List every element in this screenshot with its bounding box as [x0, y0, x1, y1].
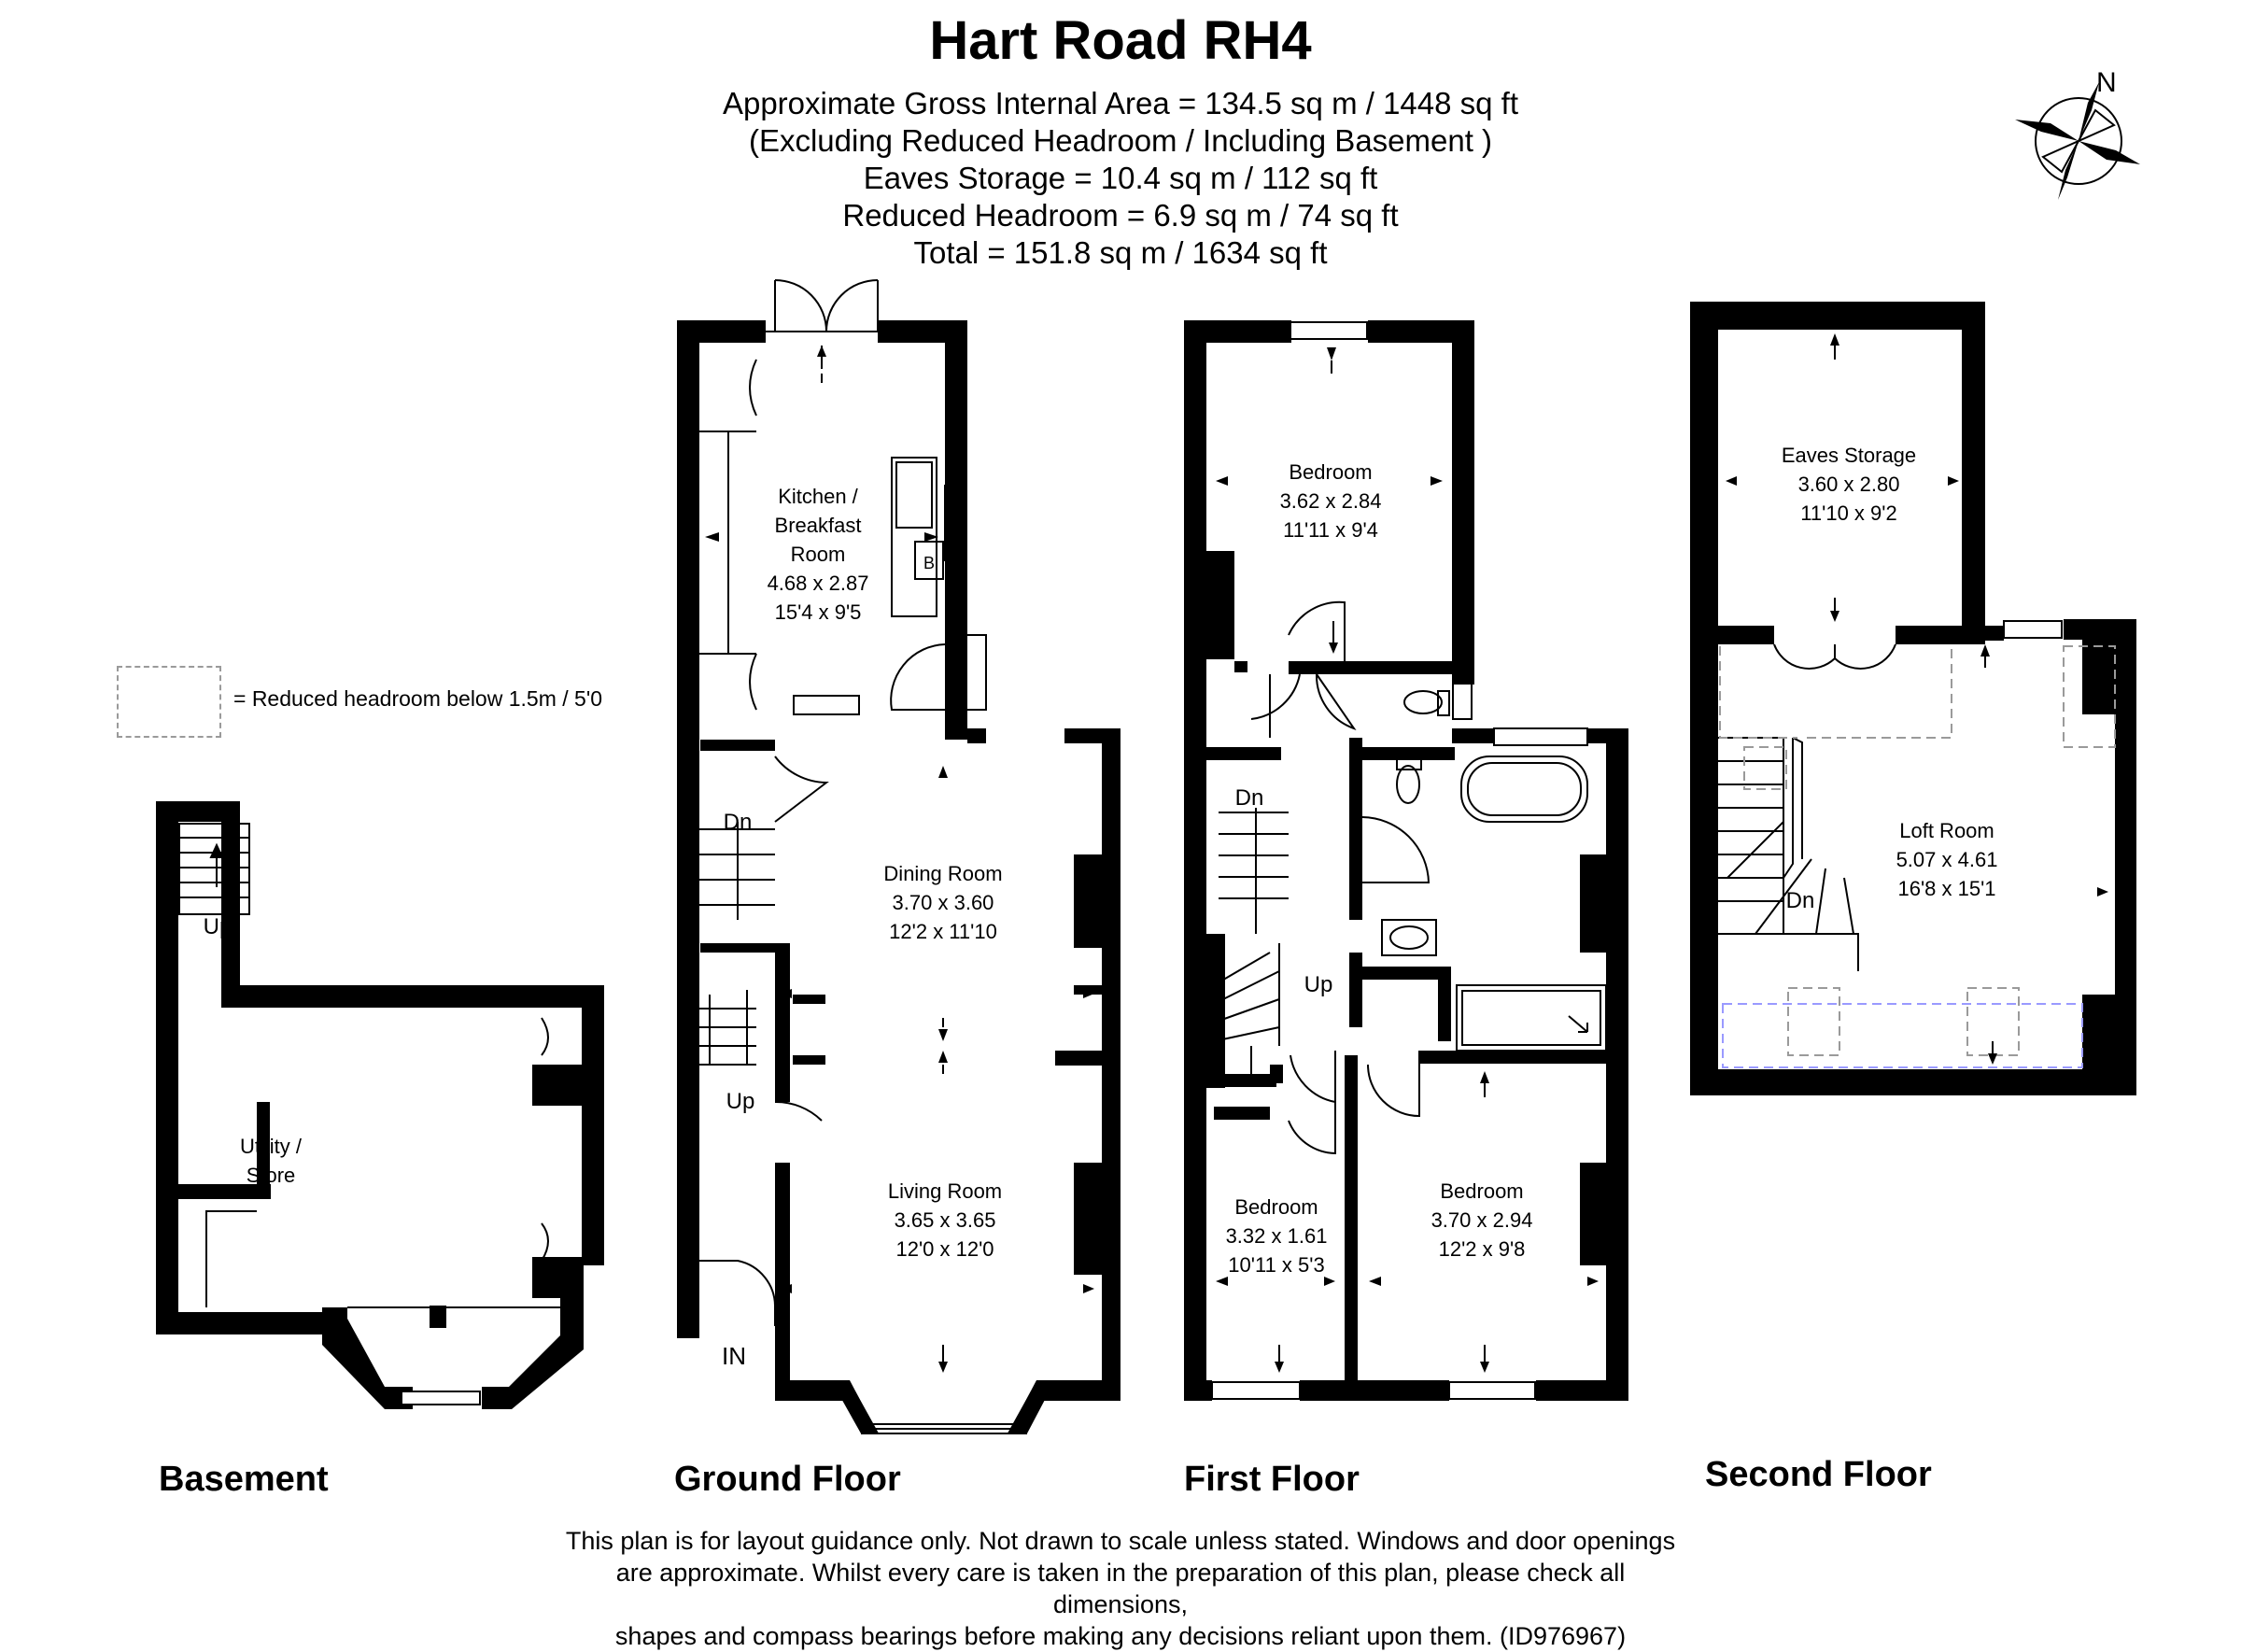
room-eaves-storage: Eaves Storage 3.60 x 2.80 11'10 x 9'2 [1782, 441, 1916, 528]
second-floor-plan [1690, 302, 2136, 1095]
room-name: Bedroom [1440, 1179, 1524, 1203]
second-stair-down-label: Dn [1786, 888, 1815, 913]
area-note-line: (Excluding Reduced Headroom / Including … [748, 123, 1493, 158]
room-imperial-size: 15'4 x 9'5 [774, 600, 862, 624]
room-imperial-size: 16'8 x 15'1 [1897, 877, 1996, 900]
reduced-headroom-legend-text: = Reduced headroom below 1.5m / 5'0 [233, 686, 602, 711]
plan-title: Hart Road RH4 [929, 10, 1312, 71]
floor-label-first: First Floor [1184, 1460, 1360, 1499]
total-area-line: Total = 151.8 sq m / 1634 sq ft [913, 235, 1328, 270]
room-imperial-size: 12'2 x 9'8 [1438, 1237, 1526, 1261]
compass-north-label: N [2096, 67, 2117, 98]
room-metric-size: 3.62 x 2.84 [1279, 489, 1382, 513]
room-metric-size: 3.70 x 3.60 [892, 891, 994, 914]
room-name: Bedroom [1234, 1195, 1318, 1219]
room-bedroom-small: Bedroom 3.32 x 1.61 10'11 x 5'3 [1226, 1193, 1328, 1279]
room-metric-size: 3.70 x 2.94 [1431, 1208, 1533, 1232]
boiler-label: B [923, 554, 935, 572]
room-name: Kitchen / [778, 485, 858, 508]
floor-label-second: Second Floor [1705, 1455, 1932, 1494]
ground-floor-plan: B [677, 279, 1120, 1434]
room-name: Loft Room [1899, 819, 1994, 842]
room-name: Eaves Storage [1781, 444, 1917, 467]
disclaimer-line-1: This plan is for layout guidance only. N… [565, 1527, 1676, 1555]
disclaimer-line-3: shapes and compass bearings before makin… [614, 1622, 1627, 1650]
floor-label-basement: Basement [159, 1460, 329, 1499]
basement-stair-up-label: Up [204, 914, 233, 939]
gross-area-line: Approximate Gross Internal Area = 134.5 … [722, 86, 1519, 120]
disclaimer: This plan is for layout guidance only. N… [560, 1525, 1681, 1652]
room-name: Dining Room [883, 862, 1003, 885]
room-metric-size: 3.65 x 3.65 [894, 1208, 996, 1232]
entrance-label: IN [722, 1342, 746, 1370]
first-floor-plan [1184, 320, 1628, 1401]
room-bedroom-rear: Bedroom 3.62 x 2.84 11'11 x 9'4 [1280, 458, 1382, 544]
first-stair-up-label: Up [1304, 972, 1333, 997]
floor-label-ground: Ground Floor [674, 1460, 901, 1499]
room-name: Bedroom [1289, 460, 1373, 484]
room-kitchen-breakfast: Kitchen / Breakfast Room 4.68 x 2.87 15'… [768, 482, 869, 627]
room-imperial-size: 12'0 x 12'0 [895, 1237, 994, 1261]
first-stair-down-label: Dn [1235, 785, 1264, 811]
room-name-2: Store [246, 1164, 296, 1187]
room-imperial-size: 11'11 x 9'4 [1283, 518, 1378, 542]
room-imperial-size: 10'11 x 5'3 [1228, 1253, 1325, 1277]
room-metric-size: 4.68 x 2.87 [767, 572, 869, 595]
room-living: Living Room 3.65 x 3.65 12'0 x 12'0 [888, 1177, 1002, 1264]
room-loft: Loft Room 5.07 x 4.61 16'8 x 15'1 [1896, 816, 1998, 903]
ground-stair-up-label: Up [726, 1089, 755, 1114]
basement-plan [156, 801, 604, 1409]
room-name: Utility / [240, 1135, 302, 1158]
room-metric-size: 5.07 x 4.61 [1896, 848, 1998, 871]
room-imperial-size: 11'10 x 9'2 [1800, 501, 1897, 525]
room-imperial-size: 12'2 x 11'10 [889, 920, 997, 943]
compass-rose-icon [2015, 82, 2140, 200]
room-bedroom-front: Bedroom 3.70 x 2.94 12'2 x 9'8 [1431, 1177, 1533, 1264]
room-dining: Dining Room 3.70 x 3.60 12'2 x 11'10 [883, 859, 1002, 946]
headroom-area-line: Reduced Headroom = 6.9 sq m / 74 sq ft [842, 198, 1399, 233]
room-name: Living Room [887, 1179, 1003, 1203]
room-metric-size: 3.60 x 2.80 [1797, 473, 1900, 496]
room-metric-size: 3.32 x 1.61 [1225, 1224, 1328, 1248]
reduced-headroom-legend-swatch [117, 666, 221, 738]
disclaimer-line-2: are approximate. Whilst every care is ta… [615, 1559, 1626, 1618]
room-utility-store: Utility / Store [240, 1132, 302, 1190]
room-name-2: Breakfast [774, 514, 862, 537]
ground-stair-down-label: Dn [724, 810, 753, 835]
room-name-3: Room [790, 543, 846, 566]
eaves-area-line: Eaves Storage = 10.4 sq m / 112 sq ft [863, 161, 1378, 195]
